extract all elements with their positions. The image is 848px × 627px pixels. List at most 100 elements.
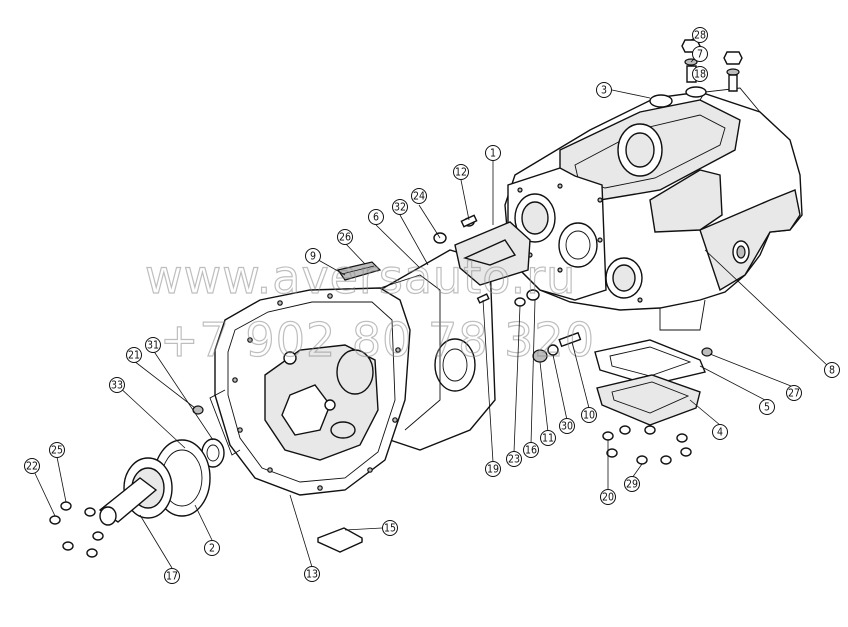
callout-circle xyxy=(205,541,220,556)
adapter-plate xyxy=(380,222,530,450)
callout-number: 2 xyxy=(209,543,215,555)
callout-number: 29 xyxy=(626,479,638,491)
callout-circle xyxy=(383,521,398,536)
callout-1: 1 xyxy=(486,146,501,161)
callout-circle xyxy=(25,459,40,474)
callout-number: 1 xyxy=(490,148,496,160)
callout-circle xyxy=(454,165,469,180)
callout-5: 5 xyxy=(760,400,775,415)
callout-circle xyxy=(693,47,708,62)
callout-circle xyxy=(306,249,321,264)
callout-number: 25 xyxy=(51,445,63,457)
callout-17: 17 xyxy=(165,569,180,584)
callout-circle xyxy=(524,443,539,458)
callout-number: 21 xyxy=(128,350,140,362)
callout-number: 8 xyxy=(829,365,835,377)
callout-10: 10 xyxy=(582,408,597,423)
bell-housing xyxy=(210,275,440,495)
callout-number: 11 xyxy=(542,433,554,445)
callout-circle xyxy=(369,210,384,225)
callout-circle xyxy=(787,386,802,401)
callout-11: 11 xyxy=(541,431,556,446)
callout-26: 26 xyxy=(338,230,353,245)
callout-number: 31 xyxy=(147,340,159,352)
callout-29: 29 xyxy=(625,477,640,492)
callout-number: 32 xyxy=(394,202,406,214)
callout-number: 19 xyxy=(487,464,499,476)
callout-3: 3 xyxy=(597,83,612,98)
callout-number: 33 xyxy=(111,380,123,392)
callout-circle xyxy=(305,567,320,582)
callout-7: 7 xyxy=(693,47,708,62)
callout-circle xyxy=(412,189,427,204)
callout-20: 20 xyxy=(601,490,616,505)
callout-23: 23 xyxy=(507,452,522,467)
callout-number: 23 xyxy=(508,454,520,466)
callout-2: 2 xyxy=(205,541,220,556)
callout-31: 31 xyxy=(146,338,161,353)
callout-circle xyxy=(597,83,612,98)
gasket xyxy=(595,340,705,385)
callout-number: 16 xyxy=(525,445,537,457)
callout-16: 16 xyxy=(524,443,539,458)
callout-circle xyxy=(582,408,597,423)
callout-number: 10 xyxy=(583,410,595,422)
callout-9: 9 xyxy=(306,249,321,264)
callout-circle xyxy=(541,431,556,446)
callout-number: 17 xyxy=(166,571,178,583)
name-plate xyxy=(338,262,380,280)
callout-number: 24 xyxy=(413,191,425,203)
callout-number: 15 xyxy=(384,523,396,535)
callout-circle xyxy=(165,569,180,584)
callout-24: 24 xyxy=(412,189,427,204)
bolts-and-washers-middle xyxy=(434,215,712,362)
callout-circle xyxy=(625,477,640,492)
callout-circle xyxy=(760,400,775,415)
callout-27: 27 xyxy=(787,386,802,401)
callout-circle xyxy=(507,452,522,467)
watermark-line-2: +7 902 80 78 320 xyxy=(160,313,595,367)
callout-number: 13 xyxy=(306,569,318,581)
callout-circle xyxy=(393,200,408,215)
callout-circle xyxy=(693,28,708,43)
callout-6: 6 xyxy=(369,210,384,225)
callout-30: 30 xyxy=(560,419,575,434)
callout-circle xyxy=(127,348,142,363)
cover-bolts-left xyxy=(50,502,103,557)
cover-bolts xyxy=(603,426,691,464)
callout-number: 4 xyxy=(717,427,723,439)
inspection-cover xyxy=(318,528,362,552)
callout-21: 21 xyxy=(127,348,142,363)
callout-circle xyxy=(110,378,125,393)
callout-number: 28 xyxy=(694,30,706,42)
callout-number: 26 xyxy=(339,232,351,244)
callout-circle xyxy=(486,462,501,477)
callout-32: 32 xyxy=(393,200,408,215)
bearing-cover xyxy=(100,458,172,525)
callout-number: 7 xyxy=(697,49,703,61)
callout-number: 5 xyxy=(764,402,770,414)
callout-circle xyxy=(338,230,353,245)
callout-8: 8 xyxy=(825,363,840,378)
callout-number: 18 xyxy=(694,69,706,81)
callout-circle xyxy=(146,338,161,353)
callout-number: 9 xyxy=(310,251,316,263)
callout-number: 3 xyxy=(601,85,607,97)
callout-12: 12 xyxy=(454,165,469,180)
callout-25: 25 xyxy=(50,443,65,458)
callout-circle xyxy=(713,425,728,440)
callout-13: 13 xyxy=(305,567,320,582)
stud-nut-set-top xyxy=(682,40,742,91)
gearbox-housing xyxy=(505,87,802,330)
callout-18: 18 xyxy=(693,67,708,82)
callout-circle xyxy=(486,146,501,161)
callout-circle xyxy=(560,419,575,434)
callout-number: 12 xyxy=(455,167,467,179)
callout-19: 19 xyxy=(486,462,501,477)
callout-33: 33 xyxy=(110,378,125,393)
watermark-line-1: www.aversauto.ru xyxy=(145,250,576,304)
callout-28: 28 xyxy=(693,28,708,43)
